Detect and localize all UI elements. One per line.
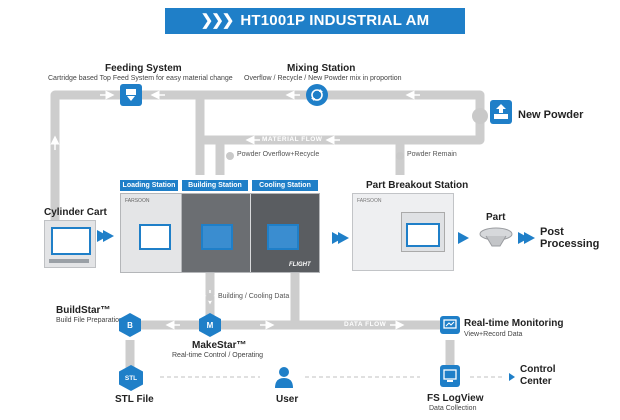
stl-file-title: STL File xyxy=(115,394,154,405)
monitoring-title: Real-time Monitoring xyxy=(464,318,564,329)
buildstar-icon: B xyxy=(119,313,141,337)
control-center-line2: Center xyxy=(520,376,552,387)
new-powder-title: New Powder xyxy=(518,109,584,121)
workflow-banner: ❯❯❯ HT1001P INDUSTRIAL AM WORKFLOW xyxy=(165,8,465,55)
makestar-icon: M xyxy=(199,313,221,337)
user-icon xyxy=(272,364,296,390)
feeding-system-subtitle: Cartridge based Top Feed System for easy… xyxy=(48,75,233,82)
breakout-brand: FARSOON xyxy=(357,198,382,204)
part-breakout-title: Part Breakout Station xyxy=(366,180,469,191)
monitoring-subtitle: View+Record Data xyxy=(464,331,523,338)
buildstar-icon-text: B xyxy=(127,320,133,330)
user-title: User xyxy=(276,394,299,405)
machine-brand: FARSOON xyxy=(125,198,150,204)
machine-model: FLIGHT xyxy=(289,262,311,268)
mixing-station-icon xyxy=(306,84,328,106)
makestar-icon-text: M xyxy=(206,320,214,330)
tab-loading-station: Loading Station xyxy=(120,180,178,191)
building-window xyxy=(201,224,233,250)
part-breakout-station: FARSOON xyxy=(352,193,454,271)
banner-chevrons: ❯❯❯ xyxy=(200,12,235,29)
logview-icon xyxy=(440,365,460,387)
remain-dot xyxy=(396,152,404,160)
makestar-subtitle: Real-time Control / Operating xyxy=(172,352,264,359)
new-powder-icon xyxy=(490,100,512,124)
data-flow-label: DATA FLOW xyxy=(344,321,387,328)
buildstar-title: BuildStar™ xyxy=(56,305,111,316)
feeding-system-icon xyxy=(120,84,142,106)
stl-icon-text: STL xyxy=(124,374,138,382)
building-data-dot xyxy=(206,293,214,301)
loading-window xyxy=(139,224,171,250)
overflow-dot xyxy=(226,152,234,160)
mixing-station-title: Mixing Station xyxy=(287,63,356,74)
overflow-recycle-note: Powder Overflow+Recycle xyxy=(237,151,320,158)
post-processing-line2: Processing xyxy=(540,238,600,250)
control-center-line1: Control xyxy=(520,364,556,375)
post-processing-line1: Post xyxy=(540,226,564,238)
building-cooling-data-note: Building / Cooling Data xyxy=(218,293,290,300)
new-powder-joint xyxy=(472,108,488,124)
material-flow-label: MATERIAL FLOW xyxy=(262,136,323,143)
logview-subtitle: Data Collection xyxy=(429,405,477,412)
cooling-window xyxy=(267,224,299,250)
makestar-title: MakeStar™ xyxy=(192,340,247,351)
ht1001p-machine: FARSOON FLIGHT xyxy=(120,193,320,273)
part-title: Part xyxy=(486,212,506,223)
feeding-system-title: Feeding System xyxy=(105,63,182,74)
cylinder-cart xyxy=(44,220,96,268)
mixing-station-subtitle: Overflow / Recycle / New Powder mix in p… xyxy=(244,75,402,82)
powder-remain-note: Powder Remain xyxy=(407,151,457,158)
banner-title: HT1001P INDUSTRIAL AM WORKFLOW xyxy=(240,12,430,55)
tab-cooling-station: Cooling Station xyxy=(252,180,318,191)
part-image xyxy=(478,226,514,248)
tab-building-station: Building Station xyxy=(182,180,248,191)
logview-title: FS LogView xyxy=(427,393,484,404)
upper-return-pipe xyxy=(50,90,485,230)
monitoring-icon xyxy=(440,316,460,334)
control-center-arrow xyxy=(509,373,515,381)
buildstar-subtitle: Build File Preparation xyxy=(56,317,123,324)
breakout-chamber xyxy=(401,212,445,252)
stl-file-icon: STL xyxy=(119,365,143,391)
cylinder-cart-title: Cylinder Cart xyxy=(44,207,107,218)
